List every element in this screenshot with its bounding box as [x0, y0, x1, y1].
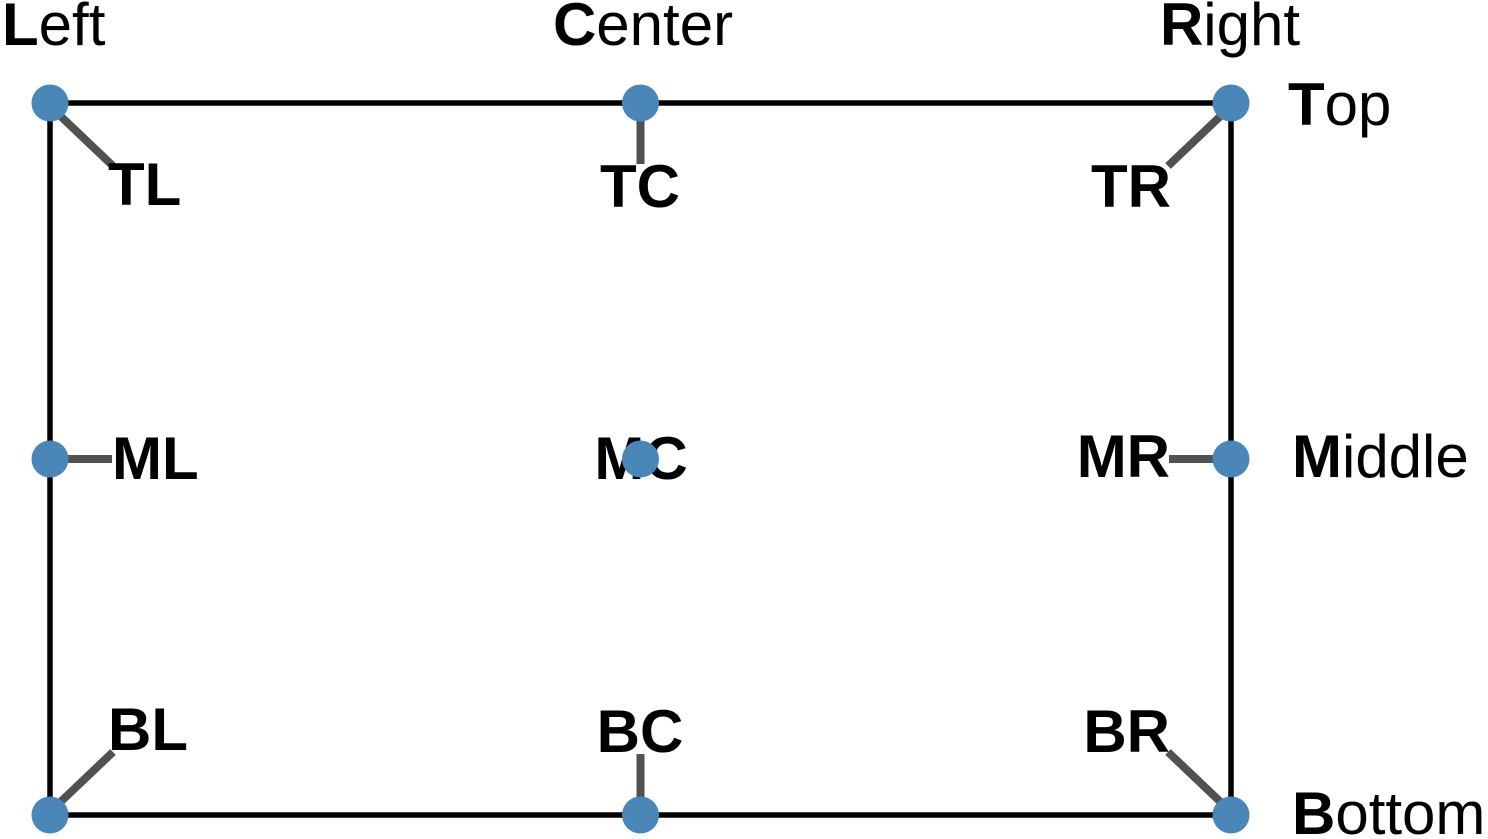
anchor-point-bl-icon [31, 796, 69, 834]
row-label-middle: Middle [1292, 427, 1469, 487]
anchor-point-tr-icon [1212, 84, 1250, 122]
connector-tr [1165, 105, 1232, 169]
anchor-label-mr: MR [1076, 423, 1170, 490]
anchor-point-br-icon [1212, 796, 1250, 834]
row-label-bottom: Bottom [1292, 784, 1485, 839]
anchor-label-tc: TC [600, 153, 680, 220]
anchor-label-mc: MC [594, 425, 688, 492]
connector-bl [49, 749, 116, 813]
column-label-center-rest: enter [596, 0, 734, 58]
row-label-middle-rest: iddle [1341, 423, 1469, 490]
anchor-label-tr: TR [1091, 153, 1171, 220]
anchor-point-tc-icon [622, 84, 659, 122]
anchor-label-br: BR [1083, 698, 1170, 765]
row-label-top-rest: op [1324, 71, 1392, 138]
row-label-top: Top [1288, 75, 1391, 135]
anchor-point-bc-icon [622, 796, 659, 834]
anchor-label-tl: TL [108, 151, 182, 218]
column-label-right-rest: ight [1203, 0, 1301, 58]
column-label-center: Center [553, 0, 733, 55]
column-label-center-initial: C [552, 0, 597, 58]
column-label-right: Right [1160, 0, 1300, 55]
row-label-middle-initial: M [1292, 423, 1342, 490]
row-label-bottom-initial: B [1292, 780, 1336, 839]
column-label-left-rest: eft [38, 0, 106, 58]
row-label-bottom-rest: ottom [1335, 780, 1486, 839]
anchor-label-bl: BL [108, 696, 188, 763]
connector-br [1165, 749, 1232, 813]
row-label-top-initial: T [1288, 71, 1325, 138]
column-label-left-initial: L [2, 0, 39, 58]
anchor-point-tl-icon [31, 84, 69, 122]
anchor-point-ml-icon [31, 440, 69, 478]
column-label-left: Left [2, 0, 105, 55]
column-label-right-initial: R [1159, 0, 1204, 58]
connector-tl [49, 105, 116, 169]
anchor-label-ml: ML [112, 425, 199, 492]
anchor-point-mr-icon [1212, 440, 1250, 478]
anchor-label-bc: BC [596, 698, 684, 765]
